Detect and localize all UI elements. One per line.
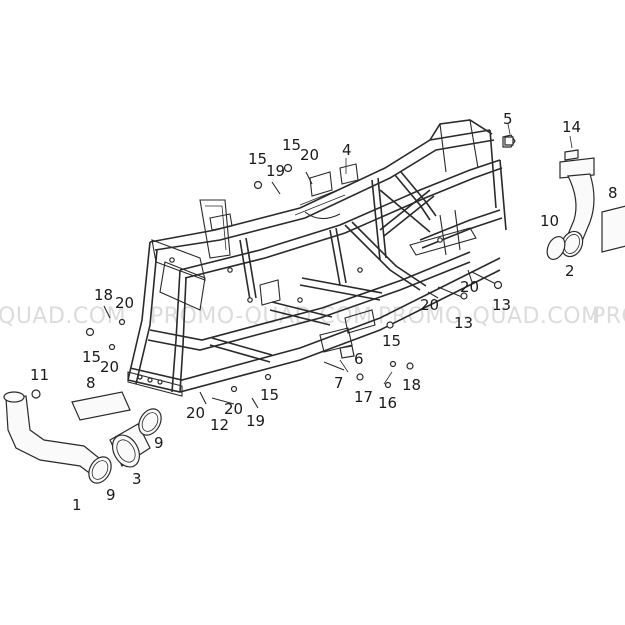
callout-7: 7: [334, 374, 344, 392]
callout-20: 20: [100, 358, 119, 376]
watermark-text: QUAD.COM: [0, 304, 126, 329]
callout-20: 20: [224, 400, 243, 418]
callout-8: 8: [608, 184, 618, 202]
callout-20: 20: [186, 404, 205, 422]
callout-19: 19: [246, 412, 265, 430]
callout-4: 4: [342, 141, 352, 159]
leader-lines: [339, 123, 573, 385]
hardware: [31, 136, 514, 409]
watermark-text: PROMO-QUAD.COM: [378, 304, 601, 329]
callout-2: 2: [565, 262, 575, 280]
callout-9: 9: [106, 486, 116, 504]
callout-12: 12: [210, 416, 229, 434]
callout-15: 15: [382, 332, 401, 350]
callout-9: 9: [154, 434, 164, 452]
callout-20: 20: [300, 146, 319, 164]
watermark-text: PROMO: [592, 304, 625, 329]
callout-11: 11: [30, 366, 49, 384]
callout-13: 13: [454, 314, 473, 332]
right-intake-assembly: [546, 149, 625, 260]
callout-13: 13: [492, 296, 511, 314]
callout-14: 14: [562, 118, 581, 136]
watermark: QUAD.COM PROMO-QUAD.COM PROMO-QUAD.COM P…: [0, 304, 625, 329]
callout-20: 20: [115, 294, 134, 312]
left-intake-assembly: [3, 391, 162, 484]
callout-15: 15: [282, 136, 301, 154]
callout-18: 17: [354, 388, 373, 406]
callout-16: 15: [82, 348, 101, 366]
callout-15: 15: [248, 150, 267, 168]
callout-15: 15: [260, 386, 279, 404]
callout-labels: 1 2 3 4 5 6 7 8 8 9 9 10 11 12 13 13 14 …: [30, 110, 618, 514]
callout-19: 18: [94, 286, 113, 304]
callout-6: 6: [354, 350, 364, 368]
callout-1: 1: [72, 496, 82, 514]
callout-20: 19: [266, 162, 285, 180]
callout-10: 10: [540, 212, 559, 230]
callout-8: 8: [86, 374, 96, 392]
callout-18: 18: [402, 376, 421, 394]
callout-20: 20: [420, 296, 439, 314]
callout-5: 5: [503, 110, 513, 128]
callout-3: 3: [132, 470, 142, 488]
callout-20: 20: [460, 278, 479, 296]
frame-assembly: [127, 119, 516, 397]
callout-17: 16: [378, 394, 397, 412]
